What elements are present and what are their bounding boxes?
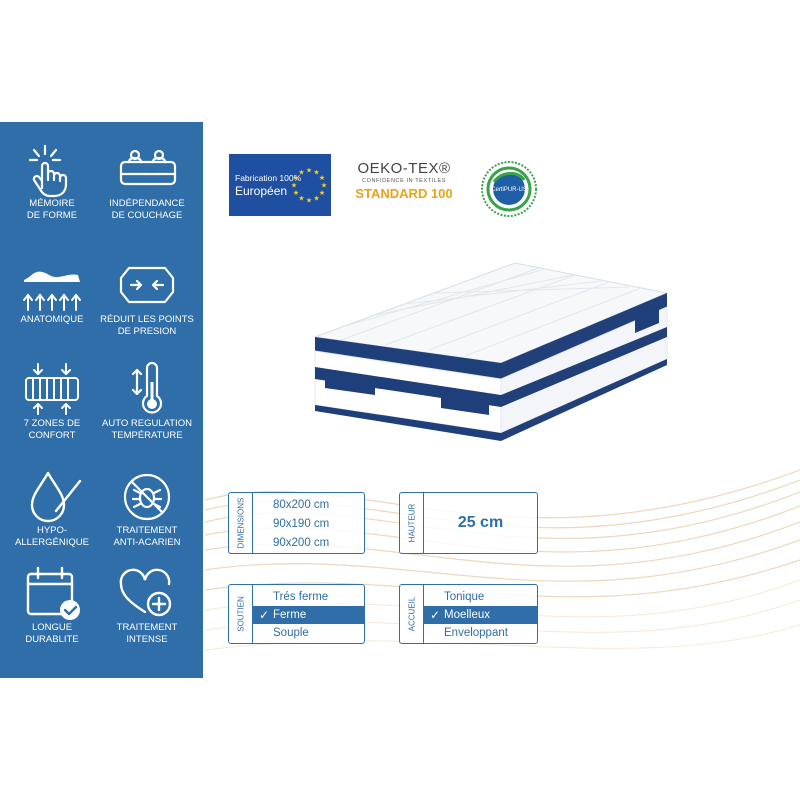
drop-icon [30,471,82,523]
oeko-tex-badge: OEKO-TEX® CONFIDENCE IN TEXTILES STANDAR… [340,160,468,220]
feature-durabilite: LONGUE DURABLITE [2,564,102,646]
body-support-icon [23,271,81,311]
feature-acarien: TRAITEMENT ANTI-ACARIEN [97,467,197,549]
dimensions-box: DIMENSIONS 80x200 cm 90x190 cm 90x200 cm [228,492,365,554]
comfort-zones-icon [25,363,79,415]
feature-label: MÉMOIRE DE FORME [26,198,78,221]
height-box: HAUTEUR 25 cm [399,492,538,554]
accueil-option-label: Tonique [444,591,485,603]
height-value: 25 cm [457,514,504,531]
eu-star-icon: ★ [306,167,312,175]
oeko-standard: STANDARD 100 [355,186,453,201]
feature-label: HYPO- ALLERGÉNIQUE [15,525,89,548]
eu-star-icon: ★ [298,169,304,177]
feature-zones: 7 ZONES DE CONFORT [2,360,102,442]
soutien-option-label: Souple [273,627,309,639]
feature-label: INDÉPENDANCE DE COUCHAGE [109,198,185,221]
dimension-option: 90x190 cm [273,518,330,530]
oeko-subtitle: CONFIDENCE IN TEXTILES [362,178,446,184]
feature-temperature: AUTO REGULATION TEMPÉRATURE [97,360,197,442]
eu-star-icon: ★ [293,189,299,197]
support-side: SOUTIEN [229,585,253,643]
feature-pression: RÉDUIT LES POINTS DE PRESION [97,256,197,338]
soutien-option-label: Trés ferme [273,591,329,603]
eu-star-icon: ★ [313,194,319,202]
certipur-badge: CertiPUR-US [481,161,537,217]
accueil-option-label: Moelleux [444,609,491,621]
feature-label: RÉDUIT LES POINTS DE PRESION [100,314,194,337]
support-label: SOUTIEN [236,596,245,632]
feature-memoire: MÉMOIRE DE FORME [2,140,102,222]
pressure-points-icon [119,266,175,304]
eu-star-icon: ★ [298,194,304,202]
decorative-waves [205,469,800,651]
check-icon: ✓ [430,608,441,622]
oeko-title: OEKO-TEX® [357,160,451,177]
eu-star-icon: ★ [313,169,319,177]
eu-manufacturing-badge: Fabrication 100% Européen ★★★★★★★★★★★★ [229,154,331,216]
height-label: HAUTEUR [407,503,416,543]
feature-label: TRAITEMENT ANTI-ACARIEN [113,525,181,548]
comfort-label: ACCUEIL [407,596,416,632]
feature-label: LONGUE DURABLITE [25,622,79,645]
feature-label: TRAITEMENT INTENSE [116,622,178,645]
feature-intense: TRAITEMENT INTENSE [97,564,197,646]
accueil-option: Enveloppant [424,624,537,642]
soutien-option: ✓Ferme [253,606,364,624]
eu-star-icon: ★ [306,197,312,205]
bed-independence-icon [119,149,177,186]
dimension-option: 80x200 cm [273,499,330,511]
feature-independance: INDÉPENDANCE DE COUCHAGE [97,140,197,222]
touch-hand-icon [28,144,68,198]
feature-anatomique: ANATOMIQUE [2,256,102,326]
eu-star-icon: ★ [291,182,297,190]
feature-label: ANATOMIQUE [20,314,84,325]
thermometer-icon [131,361,163,414]
mattress-image [314,262,669,441]
accueil-option: Tonique [424,588,537,606]
comfort-side: ACCUEIL [400,585,424,643]
eu-stars-icon: ★★★★★★★★★★★★ [291,167,327,205]
calendar-check-icon [26,566,80,620]
eu-star-icon: ★ [321,182,327,190]
features-panel: MÉMOIRE DE FORME INDÉPENDANCE DE COUCHAG… [0,122,203,678]
certipur-label: CertiPUR-US [491,187,527,193]
soutien-option: Souple [253,624,364,642]
soutien-option: Trés ferme [253,588,364,606]
feature-hypo: HYPO- ALLERGÉNIQUE [2,467,102,549]
feature-label: AUTO REGULATION TEMPÉRATURE [102,418,192,441]
eu-star-icon: ★ [293,174,299,182]
height-side: HAUTEUR [400,493,424,553]
dimensions-side: DIMENSIONS [229,493,253,553]
dimension-option: 90x200 cm [273,537,330,549]
dimensions-label: DIMENSIONS [236,497,245,549]
dimensions-values: 80x200 cm 90x190 cm 90x200 cm [253,493,364,553]
accueil-option: ✓Moelleux [424,606,537,624]
accueil-option-label: Enveloppant [444,627,508,639]
eu-badge-line1: Fabrication 100% [235,173,302,183]
check-icon: ✓ [259,608,270,622]
eu-badge-line2: Européen [235,184,288,198]
feature-label: 7 ZONES DE CONFORT [23,418,81,441]
anti-mite-icon [123,473,171,521]
eu-star-icon: ★ [319,174,325,182]
eu-star-icon: ★ [319,189,325,197]
heart-plus-icon [119,568,172,617]
soutien-option-label: Ferme [273,609,307,621]
